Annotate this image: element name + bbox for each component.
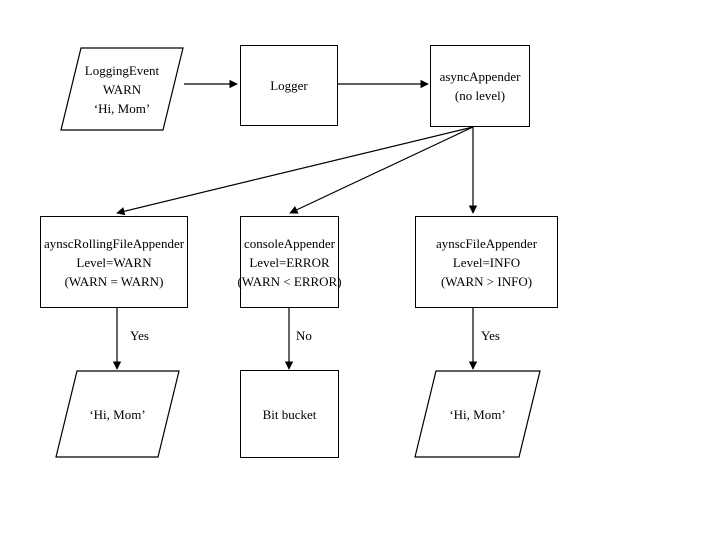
node-label: (WARN = WARN) bbox=[64, 273, 164, 289]
node-label: ‘Hi, Mom’ bbox=[449, 406, 506, 422]
parallelogram-shape bbox=[55, 370, 180, 458]
edge-label-yes-left: Yes bbox=[130, 328, 149, 343]
node-label: (WARN > INFO) bbox=[440, 273, 533, 289]
node-label: aynscRollingFileAppender bbox=[43, 235, 185, 251]
node-label: consoleAppender bbox=[244, 235, 335, 251]
node-label: asyncAppender bbox=[439, 69, 521, 84]
node-logger[interactable]: Logger bbox=[240, 45, 338, 126]
node-label: (no level) bbox=[454, 88, 506, 103]
node-label: WARN bbox=[102, 81, 142, 97]
node-label: ‘Hi, Mom’ bbox=[89, 406, 146, 422]
node-output-right[interactable]: ‘Hi, Mom’ bbox=[414, 370, 541, 458]
node-label: Level=INFO bbox=[452, 254, 521, 270]
connector-async-to-rollingfile bbox=[116, 126, 474, 216]
node-logging-event[interactable]: LoggingEvent WARN ‘Hi, Mom’ bbox=[60, 47, 184, 131]
connector-async-to-console bbox=[289, 126, 474, 214]
node-label: Logger bbox=[270, 78, 308, 93]
node-aynsc-rolling-file-appender[interactable]: aynscRollingFileAppender Level=WARN (WAR… bbox=[40, 216, 188, 308]
node-console-appender[interactable]: consoleAppender Level=ERROR (WARN < ERRO… bbox=[237, 216, 342, 308]
node-label: aynscFileAppender bbox=[435, 235, 538, 251]
node-label: Bit bucket bbox=[262, 406, 317, 422]
node-aynsc-file-appender[interactable]: aynscFileAppender Level=INFO (WARN > INF… bbox=[415, 216, 558, 308]
parallelogram-shape bbox=[414, 370, 541, 458]
node-output-left[interactable]: ‘Hi, Mom’ bbox=[55, 370, 180, 458]
node-label: ‘Hi, Mom’ bbox=[93, 100, 151, 116]
edge-label-yes-right: Yes bbox=[481, 328, 500, 343]
node-bit-bucket[interactable]: Bit bucket bbox=[240, 370, 339, 458]
edge-label-no-middle: No bbox=[296, 328, 312, 343]
parallelogram-shape bbox=[60, 47, 184, 131]
node-label: Level=ERROR bbox=[249, 254, 330, 270]
node-label: Level=WARN bbox=[76, 254, 152, 270]
node-label: LoggingEvent bbox=[84, 62, 160, 78]
node-async-appender[interactable]: asyncAppender (no level) bbox=[430, 45, 530, 127]
node-label: (WARN < ERROR) bbox=[237, 273, 342, 289]
